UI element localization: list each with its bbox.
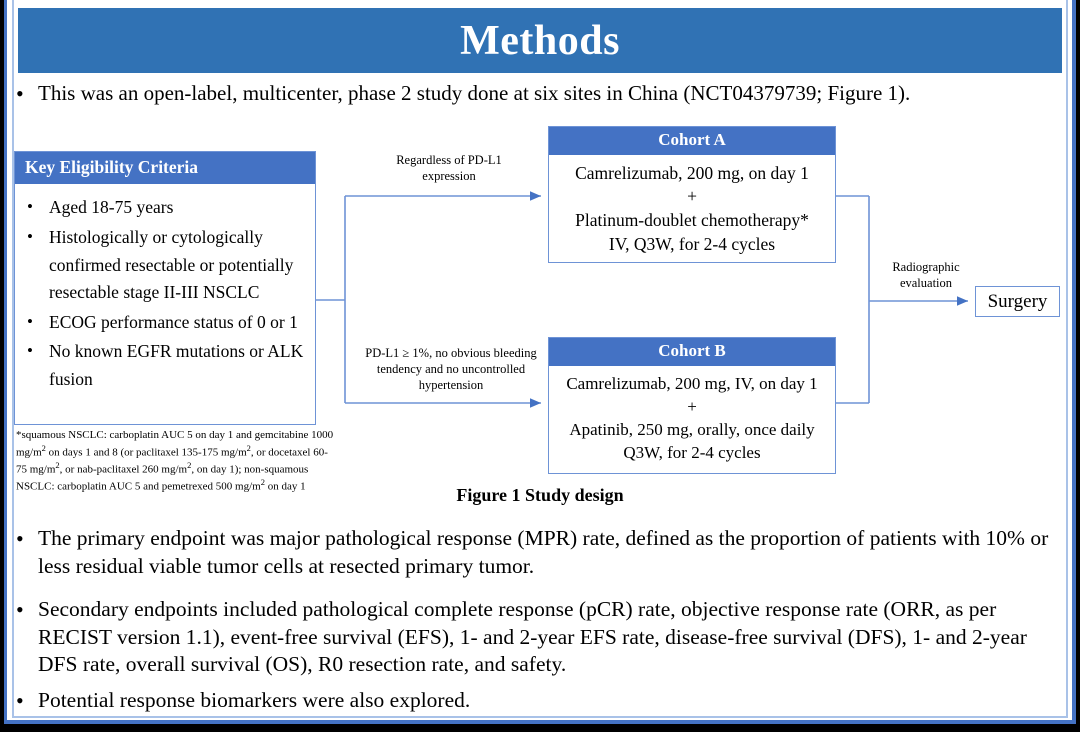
footnote-part: on day 1: [264, 480, 306, 493]
eligibility-item-text: Aged 18-75 years: [49, 197, 174, 218]
footnote-sup: 2: [41, 442, 46, 453]
bullet-marker-icon: •: [16, 688, 24, 713]
cohort-a-header: Cohort A: [549, 127, 835, 155]
footnote-part: , on day 1); non-squamous NSCLC: carbopl…: [16, 463, 309, 493]
surgery-box: Surgery: [975, 286, 1060, 317]
list-item: • ECOG performance status of 0 or 1: [21, 309, 309, 337]
chemotherapy-footnote: *squamous NSCLC: carboplatin AUC 5 on da…: [16, 428, 338, 494]
intro-bullet-text: This was an open-label, multicenter, pha…: [38, 81, 911, 105]
surgery-label: Surgery: [987, 290, 1048, 312]
bullet-marker-icon: •: [27, 197, 33, 217]
eligibility-criteria-box: Key Eligibility Criteria • Aged 18-75 ye…: [14, 151, 316, 425]
biomarkers-text: Potential response biomarkers were also …: [38, 688, 471, 712]
list-item: • No known EGFR mutations or ALK fusion: [21, 338, 309, 393]
cohort-b-line-3: Q3W, for 2-4 cycles: [623, 442, 761, 462]
footnote-sup: 2: [260, 476, 265, 487]
cohort-b-line-1: Camrelizumab, 200 mg, IV, on day 1: [566, 373, 818, 393]
footnote-part: , or docetaxel 60-75 mg/m: [16, 446, 328, 476]
cohort-a-line-2: Platinum-doublet chemotherapy*: [575, 209, 809, 230]
cohort-b-header: Cohort B: [549, 338, 835, 366]
cohort-a-line-1: Camrelizumab, 200 mg, on day 1: [575, 162, 809, 183]
cohort-b-body: Camrelizumab, 200 mg, IV, on day 1 + Apa…: [549, 366, 835, 473]
bullet-marker-icon: •: [27, 341, 33, 361]
biomarkers-bullet: • Potential response biomarkers were als…: [16, 687, 1016, 715]
connector-label-cohort-b: PD-L1 ≥ 1%, no obvious bleeding tendency…: [365, 346, 537, 392]
eligibility-item-text: Histologically or cytologically confirme…: [49, 226, 294, 303]
secondary-endpoints-text: Secondary endpoints included pathologica…: [38, 597, 1027, 677]
footnote-sup: 2: [187, 459, 192, 470]
eligibility-box-header: Key Eligibility Criteria: [15, 152, 315, 185]
cohort-a-body: Camrelizumab, 200 mg, on day 1 + Platinu…: [549, 155, 835, 265]
list-item: • Histologically or cytologically confir…: [21, 224, 309, 307]
eligibility-item-text: ECOG performance status of 0 or 1: [49, 311, 298, 332]
figure-caption: Figure 1 Study design: [456, 485, 624, 505]
bullet-marker-icon: •: [27, 226, 33, 246]
footnote-part: on days 1 and 8 (or paclitaxel 135-175 m…: [45, 446, 247, 459]
bullet-marker-icon: •: [16, 526, 24, 551]
cohort-a-line-3: IV, Q3W, for 2-4 cycles: [608, 233, 776, 254]
bullet-marker-icon: •: [27, 311, 33, 331]
eligibility-item-text: No known EGFR mutations or ALK fusion: [49, 341, 304, 390]
footnote-part: , or nab-paclitaxel 260 mg/m: [59, 463, 188, 476]
connector-label-cohort-a: Regardless of PD-L1 expression: [396, 153, 502, 183]
cohort-b-plus: +: [687, 396, 697, 416]
bullet-marker-icon: •: [16, 81, 24, 106]
cohort-a-box: Cohort A Camrelizumab, 200 mg, on day 1 …: [548, 126, 836, 263]
bullet-marker-icon: •: [16, 597, 24, 622]
page-title: Methods: [460, 17, 620, 64]
footnote-sup: 2: [246, 442, 251, 453]
connector-label-surgery: Radiographic evaluation: [892, 260, 960, 290]
cohort-a-plus: +: [687, 186, 697, 207]
footnote-part: *squamous NSCLC: carboplatin AUC 5 on da…: [16, 429, 334, 459]
footnote-sup: 2: [55, 459, 60, 470]
intro-bullet: • This was an open-label, multicenter, p…: [16, 80, 1051, 108]
cohort-b-line-2: Apatinib, 250 mg, orally, once daily: [569, 419, 815, 439]
primary-endpoint-bullet: • The primary endpoint was major patholo…: [16, 525, 1051, 580]
cohort-b-box: Cohort B Camrelizumab, 200 mg, IV, on da…: [548, 337, 836, 474]
primary-endpoint-text: The primary endpoint was major pathologi…: [38, 526, 1049, 578]
secondary-endpoints-bullet: • Secondary endpoints included pathologi…: [16, 596, 1051, 679]
eligibility-criteria-list: • Aged 18-75 years • Histologically or c…: [15, 184, 315, 393]
slide-title-bar: Methods: [18, 8, 1062, 73]
list-item: • Aged 18-75 years: [21, 194, 309, 222]
